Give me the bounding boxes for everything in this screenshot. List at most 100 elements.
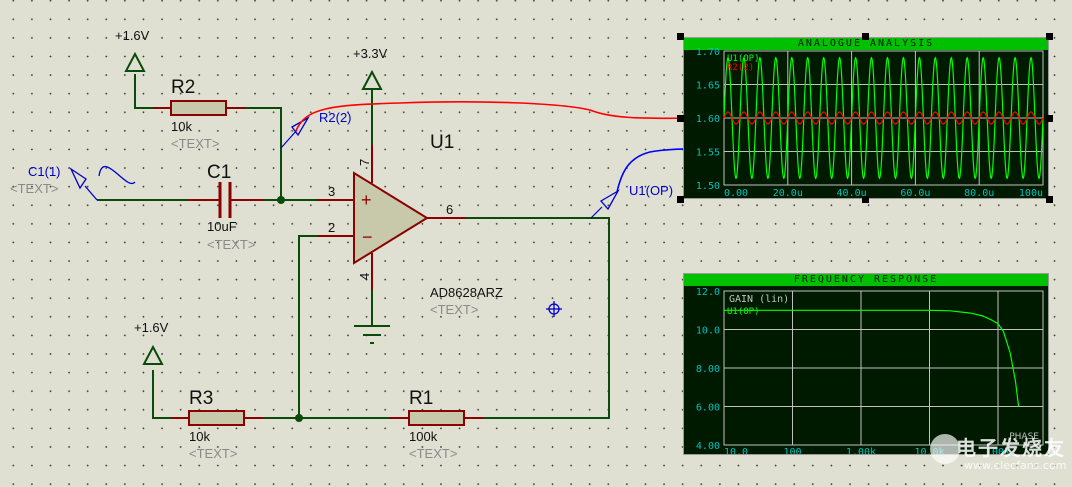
power-label-bottom: +1.6V: [134, 320, 169, 335]
x-tick-label: 100k: [986, 447, 1010, 454]
legend-entry: U1(OP): [727, 307, 760, 317]
u1-text: <TEXT>: [430, 302, 478, 317]
r3-value: 10k: [189, 429, 210, 444]
voltage-probe-u1[interactable]: [590, 189, 620, 219]
probe-label-u1: U1(OP): [629, 183, 673, 198]
wire-r3-rail: [152, 370, 171, 419]
x-tick-label: 10.0k: [914, 447, 944, 454]
resize-handle[interactable]: [677, 33, 684, 40]
resize-handle[interactable]: [1046, 115, 1053, 122]
r3-ref: R3: [189, 388, 213, 409]
power-terminal-icon[interactable]: [142, 344, 164, 365]
resize-handle[interactable]: [677, 115, 684, 122]
y-axis-label: GAIN (lin): [729, 294, 789, 305]
pin-6-label: 6: [446, 202, 453, 217]
c1-text: <TEXT>: [207, 237, 255, 252]
c1-value: 10uF: [207, 219, 237, 234]
legend-entry: U1(OP): [727, 54, 760, 64]
x-tick-label: 1.00k: [846, 447, 876, 454]
power-terminal-icon[interactable]: [361, 69, 383, 90]
y-tick-label: 4.00: [696, 441, 720, 452]
y-tick-label: 1.55: [696, 148, 720, 159]
x-tick-label: 80.0u: [964, 188, 994, 198]
series-line-0: [724, 309, 1020, 407]
y-tick-label: 6.00: [696, 403, 720, 414]
generator-terminal-icon: [69, 167, 87, 190]
sine-wave-icon: [98, 166, 136, 185]
r2-ref: R2: [171, 77, 195, 98]
y-tick-label: 1.65: [696, 81, 720, 92]
pin-4-label: 4: [357, 273, 372, 280]
watermark-url: www.elecfans.com: [964, 459, 1067, 472]
wire-r2-rail: [134, 74, 153, 109]
pin-3-label: 3: [328, 184, 335, 199]
noninverting-sign: +: [361, 190, 372, 210]
graph-title: FREQUENCY RESPONSE: [684, 274, 1048, 286]
r1-value: 100k: [409, 429, 438, 444]
generator[interactable]: [69, 166, 136, 201]
voltage-probe-r2[interactable]: [280, 116, 310, 149]
pin-7-label: 7: [357, 159, 372, 166]
x-tick-label: 10.0: [724, 447, 748, 454]
r2-value: 10k: [171, 119, 192, 134]
generator-label: C1(1): [28, 164, 61, 179]
resistor-r1[interactable]: [390, 410, 483, 426]
pin-2-label: 2: [328, 220, 335, 235]
resistor-r3[interactable]: [171, 410, 263, 426]
r1-text: <TEXT>: [409, 446, 457, 461]
r3-text: <TEXT>: [189, 446, 237, 461]
inverting-sign: −: [362, 227, 373, 247]
u1-ref: U1: [430, 132, 454, 153]
probe-trace-wire-red: [295, 101, 691, 132]
ground-icon: [354, 325, 390, 344]
probe-icon: [599, 189, 620, 211]
junction-dot: [295, 414, 303, 422]
x-tick-label: 0.00: [724, 188, 748, 198]
junction-dot: [277, 196, 285, 204]
resistor-r2[interactable]: [153, 100, 245, 116]
generator-text: <TEXT>: [10, 181, 58, 196]
power-terminal-icon[interactable]: [124, 51, 146, 72]
r2-text: <TEXT>: [171, 136, 219, 151]
y-tick-label: 1.70: [696, 47, 720, 58]
probe-label-r2: R2(2): [319, 110, 352, 125]
frequency-response-graph[interactable]: FREQUENCY RESPONSE 4.00 6.00 8.00 10.0 12.0 1…: [683, 273, 1049, 455]
frequency-plot-area: 4.00 6.00 8.00 10.0 12.0 10.0 100 1.00k 10.0k 100…: [696, 287, 1044, 454]
resize-handle[interactable]: [1046, 33, 1053, 40]
wire-r2-node: [245, 107, 282, 200]
series-line-1: [723, 111, 1044, 125]
power-label-top: +1.6V: [115, 28, 150, 43]
watermark-cn: 电子发烧友: [956, 436, 1066, 460]
x-tick-label: 40.0u: [837, 188, 867, 198]
resize-handle[interactable]: [1046, 196, 1053, 203]
analogue-plot-area: 1.50 1.55 1.60 1.65 1.70 0.00 20.0u 40.0u 60.0u 8…: [696, 47, 1044, 198]
resize-handle[interactable]: [862, 196, 869, 203]
phase-label: PHASE: [1009, 432, 1039, 442]
x-tick-label: 100: [783, 447, 801, 454]
wires: [97, 74, 610, 419]
u1-value: AD8628ARZ: [430, 285, 503, 300]
y-tick-label: 12.0: [696, 287, 720, 298]
resize-handle[interactable]: [862, 33, 869, 40]
x-tick-label: 60.0u: [900, 188, 930, 198]
y-tick-label: 8.00: [696, 364, 720, 375]
c1-ref: C1: [207, 162, 231, 183]
y-tick-label: 1.60: [696, 114, 720, 125]
wire-output: [465, 217, 610, 419]
capacitor-c1[interactable]: [188, 182, 263, 218]
graph-title: ANALOGUE ANALYSIS: [684, 38, 1048, 50]
x-tick-label: 100u: [1019, 188, 1043, 198]
legend-entry: R2(2): [727, 63, 754, 73]
power-label-supply: +3.3V: [353, 46, 388, 61]
analogue-analysis-graph[interactable]: ANALOGUE ANALYSIS 1.50 1.55 1.60 1.65 1.70 0.…: [683, 37, 1049, 199]
y-tick-label: 10.0: [696, 326, 720, 337]
x-tick-label: 20.0u: [773, 188, 803, 198]
opamp-u1[interactable]: + −: [318, 145, 465, 290]
y-tick-label: 1.50: [696, 181, 720, 192]
resize-handle[interactable]: [677, 196, 684, 203]
watermark-logo-icon: [930, 434, 960, 464]
watermark: 电子发烧友 www.elecfans.com: [930, 432, 1066, 472]
origin-crosshair-icon: [546, 301, 562, 317]
wire-inv-feedback: [298, 235, 318, 418]
